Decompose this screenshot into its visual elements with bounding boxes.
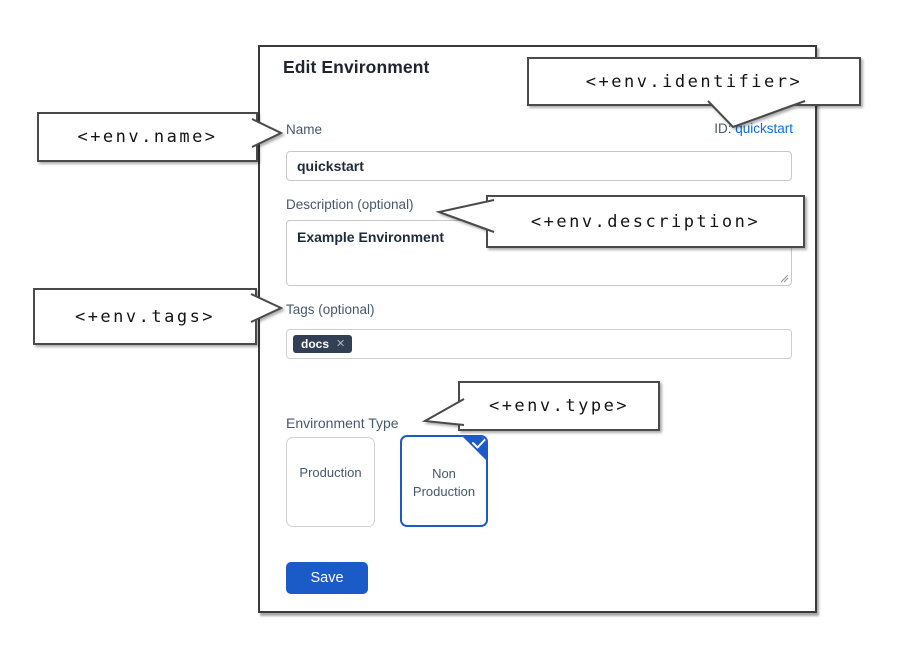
callout-env-type-text: <+env.type> [488,396,630,416]
type-card-production[interactable]: Production [286,437,375,527]
edit-environment-dialog: Edit Environment Name ID: quickstart Des… [258,45,817,613]
name-label: Name [286,122,323,137]
save-button[interactable]: Save [286,562,368,594]
resize-handle-icon[interactable] [780,274,789,283]
callout-env-name: <+env.name> [37,112,284,162]
id-row: ID: quickstart [714,121,793,136]
dialog-title: Edit Environment [283,57,430,77]
callout-env-tags-text: <+env.tags> [74,306,216,327]
tag-remove-icon[interactable]: ✕ [336,337,346,350]
callout-env-description: <+env.description> [435,195,805,248]
selected-check-icon [463,437,486,460]
id-label: ID: [714,121,732,136]
callout-env-identifier: <+env.identifier> [527,57,861,129]
environment-type-label: Environment Type [286,415,399,431]
id-link[interactable]: quickstart [735,121,793,136]
type-card-non-production-label: Non Production [412,466,476,499]
callout-env-identifier-text: <+env.identifier> [585,71,803,92]
type-card-non-production[interactable]: Non Production [400,435,488,527]
callout-env-name-text: <+env.name> [77,127,218,147]
callout-env-description-text: <+env.description> [530,211,761,232]
callout-env-tags: <+env.tags> [33,288,284,345]
tags-label: Tags (optional) [286,302,375,317]
type-card-production-label: Production [299,465,362,480]
tag-chip-label: docs [301,337,330,351]
callout-env-type: <+env.type> [421,381,660,431]
tags-input[interactable]: docs ✕ [286,329,792,359]
name-input[interactable] [286,151,792,181]
tag-chip: docs ✕ [293,335,353,353]
description-label: Description (optional) [286,197,414,212]
